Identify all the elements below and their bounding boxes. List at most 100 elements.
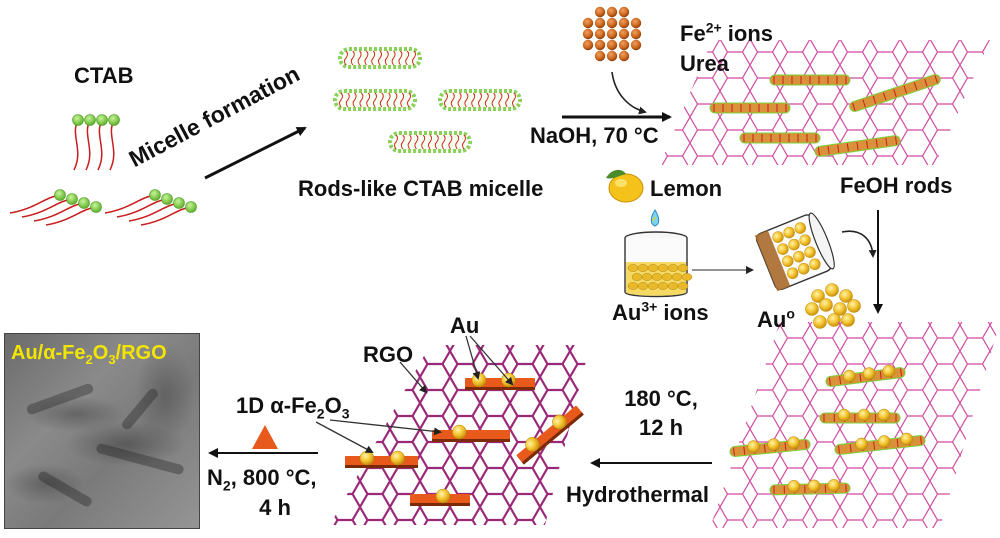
au0-particle [805, 302, 819, 316]
tem-micrograph: Au/α-Fe2O3/RGO [4, 333, 200, 529]
fe2o3-rod [410, 488, 470, 506]
micelle-tail [345, 92, 350, 108]
fe-ion [606, 17, 618, 29]
triangle-heat-icon [252, 425, 278, 449]
micelle-tail [373, 92, 377, 108]
fe2o3-rod [516, 405, 584, 465]
micelle-tail [357, 50, 362, 66]
graphene-sheet-bottom [710, 322, 1000, 528]
fe-ion [606, 50, 618, 62]
au-decorated-rod [769, 479, 851, 496]
fe-ions-label: Fe2+ ions [680, 19, 773, 46]
micelle-tail [352, 92, 357, 108]
feoh-rods-label: FeOH rods [840, 173, 953, 198]
fe-ion [630, 39, 642, 51]
micelle-tail [484, 92, 489, 108]
ctab-head [173, 197, 185, 209]
feoh-rods-on-sheet [709, 74, 941, 157]
ctab-head [108, 114, 120, 126]
micelle-tail [498, 92, 503, 108]
ctab-label: CTAB [74, 63, 134, 88]
fe-ion [582, 28, 594, 40]
rods-like-micelle-label: Rods-like CTAB micelle [298, 176, 544, 201]
tem-label: Au/α-Fe2O3/RGO [11, 342, 167, 367]
micelle-tail [350, 50, 355, 66]
feoh-rod [769, 74, 851, 86]
micelle-tail [421, 134, 426, 150]
fe2o3-1d-label: 1D α-Fe2O3 [236, 393, 350, 422]
micelle-tail [400, 92, 405, 108]
urea-label: Urea [680, 51, 729, 76]
fe-ion [630, 17, 642, 29]
micelle-tail [407, 134, 412, 150]
micelle-tail [366, 92, 371, 108]
fe-ion [594, 28, 606, 40]
au0-particle [819, 298, 833, 312]
fe-ion [606, 39, 618, 51]
lemon-icon [606, 169, 644, 203]
beaker-icon [624, 231, 693, 298]
fe-ion [618, 28, 630, 40]
ctab-head [78, 197, 90, 209]
au-decorated-rod [819, 408, 901, 424]
ctab-surfactant-group [9, 114, 197, 226]
fe-ion [594, 39, 606, 51]
micelle-tail [386, 92, 391, 108]
tilted-vial-icon [754, 212, 835, 292]
micelle-tail [412, 50, 416, 66]
feoh-rod [709, 102, 791, 114]
micelle-tail [444, 92, 448, 108]
micelle-tail [448, 134, 453, 150]
micelle-tail [393, 92, 398, 108]
micelle-tail [441, 134, 446, 150]
micelle-tail [405, 50, 410, 66]
ctab-tail [9, 194, 61, 214]
time-4h-label: 4 h [259, 495, 291, 520]
micelle-tail [384, 50, 389, 66]
lemon-label: Lemon [650, 176, 723, 201]
fe-ion [594, 50, 606, 62]
ctab-tail [104, 194, 156, 214]
ctab-head [90, 201, 102, 213]
micelle-tail [359, 92, 364, 108]
micelle-tail [400, 134, 405, 150]
ctab-tail [85, 119, 91, 171]
micelle-tail [462, 134, 466, 150]
ctab-head [84, 114, 96, 126]
feoh-rod [849, 74, 941, 112]
micelle-tail [464, 92, 469, 108]
au0-particle [833, 302, 847, 316]
fe2o3-rod [432, 424, 510, 442]
rod-micelles [333, 47, 522, 153]
micelle-tail [434, 134, 439, 150]
micelle-tail [428, 134, 432, 150]
pointer-lines [315, 335, 514, 453]
fe-ion [618, 50, 630, 62]
fe-ion [630, 28, 642, 40]
ctab-head [54, 189, 66, 201]
hydrothermal-label: Hydrothermal [566, 482, 710, 507]
fe-ion [618, 39, 630, 51]
fe-ion [594, 17, 606, 29]
micelle-tail [407, 92, 411, 108]
feoh-rod [739, 132, 821, 144]
feoh-rod [814, 135, 901, 157]
micelle-tail [478, 92, 482, 108]
ctab-head [96, 114, 108, 126]
rgo-label: RGO [363, 342, 414, 367]
micelle-tail [364, 50, 369, 66]
au-decorated-rod [825, 364, 906, 387]
au0-particle [811, 289, 825, 303]
vial-pour-arrow [841, 230, 877, 258]
micelle-tail [379, 92, 384, 108]
micelle-tail [339, 92, 343, 108]
micelle-tail [455, 134, 460, 150]
ctab-head [185, 201, 197, 213]
time-12h-label: 12 h [638, 415, 684, 440]
micelle-tail [450, 92, 455, 108]
fe-ion [618, 17, 630, 29]
micelle-formation-arrow [204, 126, 307, 180]
au0-particle [847, 299, 861, 313]
ctab-head [72, 114, 84, 126]
